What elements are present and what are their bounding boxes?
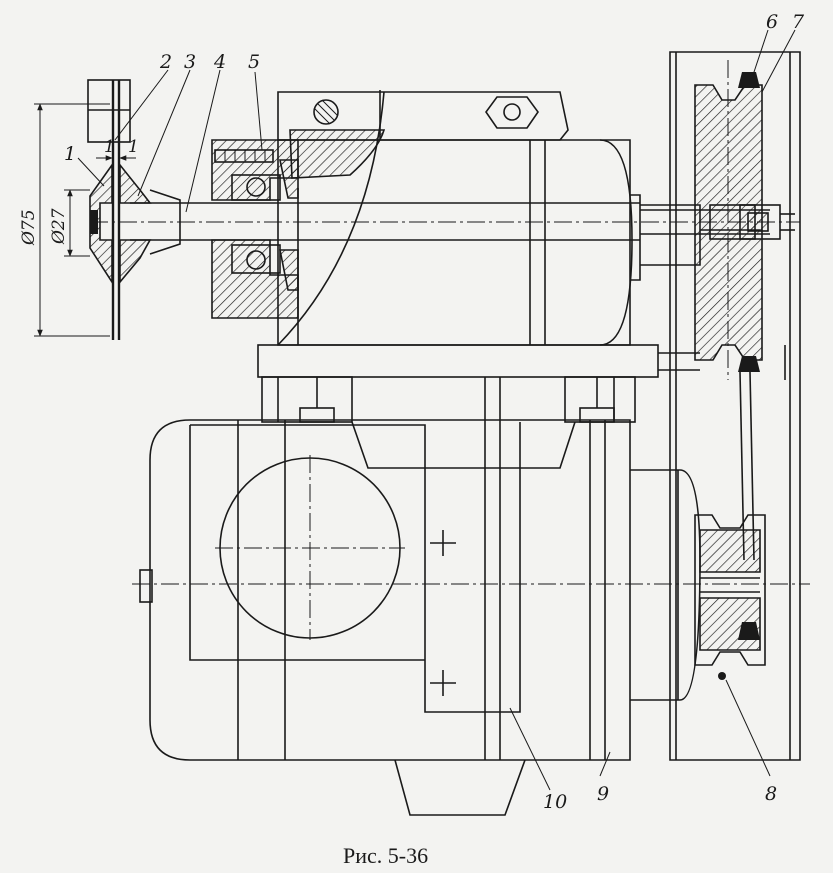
mounting-bracket: [257, 344, 700, 423]
belt: [739, 371, 755, 561]
spindle-housing: [277, 90, 701, 346]
callout-2: 2: [159, 51, 172, 73]
upper-pulley: [694, 60, 763, 380]
callout-6: 6: [766, 11, 778, 33]
callout-5: 5: [248, 51, 260, 73]
belt-guard: [669, 51, 801, 761]
callout-1: 1: [64, 143, 76, 165]
callout-3: 3: [184, 51, 196, 73]
callout-leaders: [77, 29, 796, 791]
dimension-lines: [34, 103, 136, 337]
grinding-wheel-assembly: [87, 79, 181, 340]
callout-10: 10: [543, 791, 567, 813]
electric-motor: [132, 377, 810, 816]
callout-9: 9: [597, 783, 609, 805]
dimension-inner-diameter: Ø27: [49, 208, 69, 245]
lower-pulley: [694, 514, 766, 680]
dimension-gap-left: 1: [104, 137, 115, 157]
callout-7: 7: [792, 11, 805, 33]
figure-caption: Рис. 5-36: [343, 843, 428, 868]
callout-4: 4: [213, 51, 226, 73]
dimension-gap-right: 1: [128, 137, 139, 157]
dimension-labels: Ø75 Ø27 1 1: [19, 137, 139, 246]
callout-8: 8: [765, 783, 777, 805]
callout-labels: 1 2 3 4 5 6 7 8 9 10: [64, 11, 805, 813]
dimension-outer-diameter: Ø75: [19, 209, 39, 246]
bearing-housing-left: [211, 139, 299, 319]
spindle-shaft: [90, 202, 800, 241]
